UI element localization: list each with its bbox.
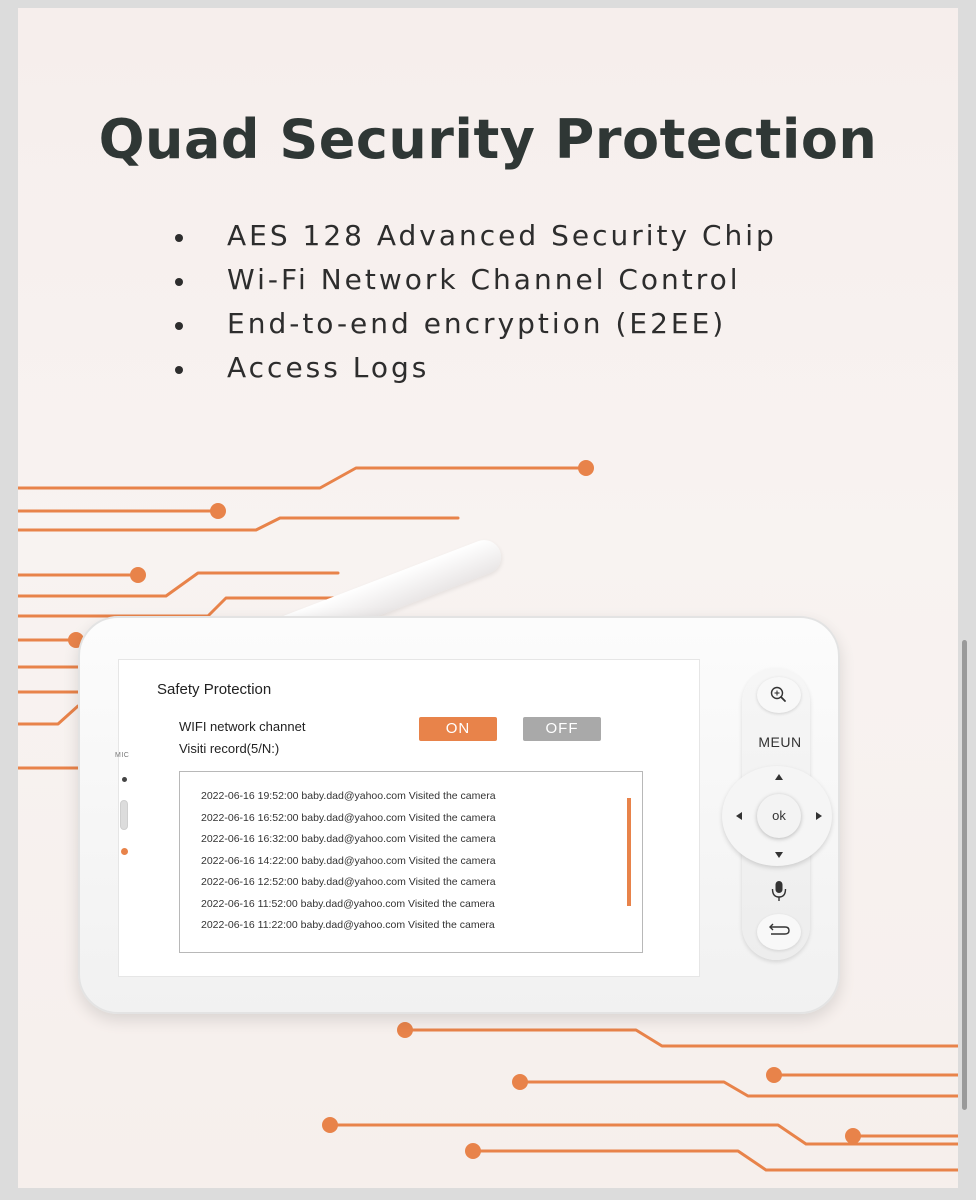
up-arrow-icon[interactable] (775, 774, 783, 780)
microphone-icon[interactable] (757, 872, 801, 908)
page-title: Quad Security Protection (98, 108, 878, 171)
feature-text: End-to-end encryption (E2EE) (227, 307, 727, 340)
right-arrow-icon[interactable] (816, 812, 822, 820)
side-switch (120, 800, 128, 830)
left-arrow-icon[interactable] (736, 812, 742, 820)
bullet-icon (175, 278, 183, 286)
feature-text: Wi-Fi Network Channel Control (227, 263, 741, 296)
bullet-icon (175, 366, 183, 374)
access-log-list: 2022-06-16 19:52:00 baby.dad@yahoo.com V… (201, 789, 496, 940)
log-entry: 2022-06-16 16:32:00 baby.dad@yahoo.com V… (201, 833, 496, 845)
bullet-icon (175, 234, 183, 242)
page-scrollbar[interactable] (962, 640, 967, 1110)
log-entry: 2022-06-16 19:52:00 baby.dad@yahoo.com V… (201, 790, 496, 802)
log-entry: 2022-06-16 12:52:00 baby.dad@yahoo.com V… (201, 876, 496, 888)
log-scrollbar[interactable] (627, 798, 631, 906)
access-log-box: 2022-06-16 19:52:00 baby.dad@yahoo.com V… (179, 771, 643, 953)
screen-title: Safety Protection (157, 681, 272, 698)
mic-hole (122, 777, 127, 782)
menu-button[interactable]: MEUN (758, 734, 802, 750)
ok-button[interactable]: ok (757, 794, 801, 838)
status-led (121, 848, 128, 855)
log-entry: 2022-06-16 11:22:00 baby.dad@yahoo.com V… (201, 919, 495, 931)
zoom-in-icon[interactable] (757, 677, 801, 713)
feature-text: AES 128 Advanced Security Chip (227, 219, 777, 252)
log-entry: 2022-06-16 11:52:00 baby.dad@yahoo.com V… (201, 897, 495, 910)
return-icon[interactable] (757, 914, 801, 950)
wifi-channel-label: WIFI network channet (179, 719, 306, 734)
device-screen: Safety Protection WIFI network channet V… (118, 659, 700, 977)
feature-text: Access Logs (227, 351, 430, 384)
on-button[interactable]: ON (419, 717, 497, 741)
visit-record-label: Visiti record(5/N:) (179, 741, 280, 756)
off-button[interactable]: OFF (523, 717, 601, 741)
mic-label: MIC (115, 752, 130, 759)
down-arrow-icon[interactable] (775, 852, 783, 858)
log-entry: 2022-06-16 16:52:00 baby.dad@yahoo.com V… (201, 811, 496, 824)
bullet-icon (175, 322, 183, 330)
log-entry: 2022-06-16 14:22:00 baby.dad@yahoo.com V… (201, 854, 496, 867)
